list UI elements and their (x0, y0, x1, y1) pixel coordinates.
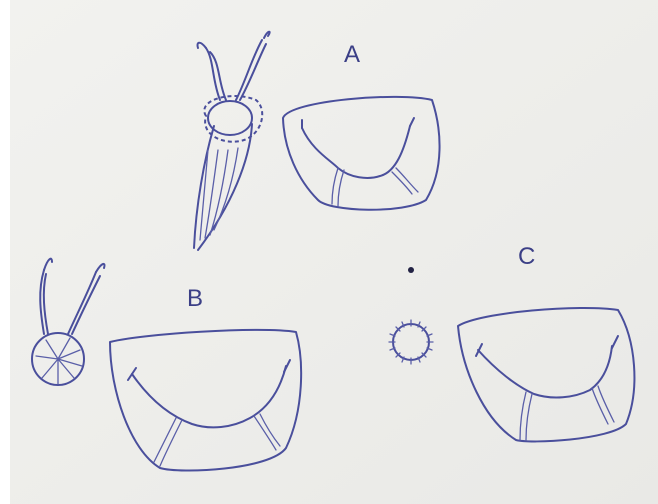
sketch-c-dot (408, 267, 414, 273)
paper-edge (0, 0, 10, 504)
label-b: B (187, 285, 203, 312)
label-c: C (518, 243, 535, 270)
label-a: A (344, 41, 360, 68)
